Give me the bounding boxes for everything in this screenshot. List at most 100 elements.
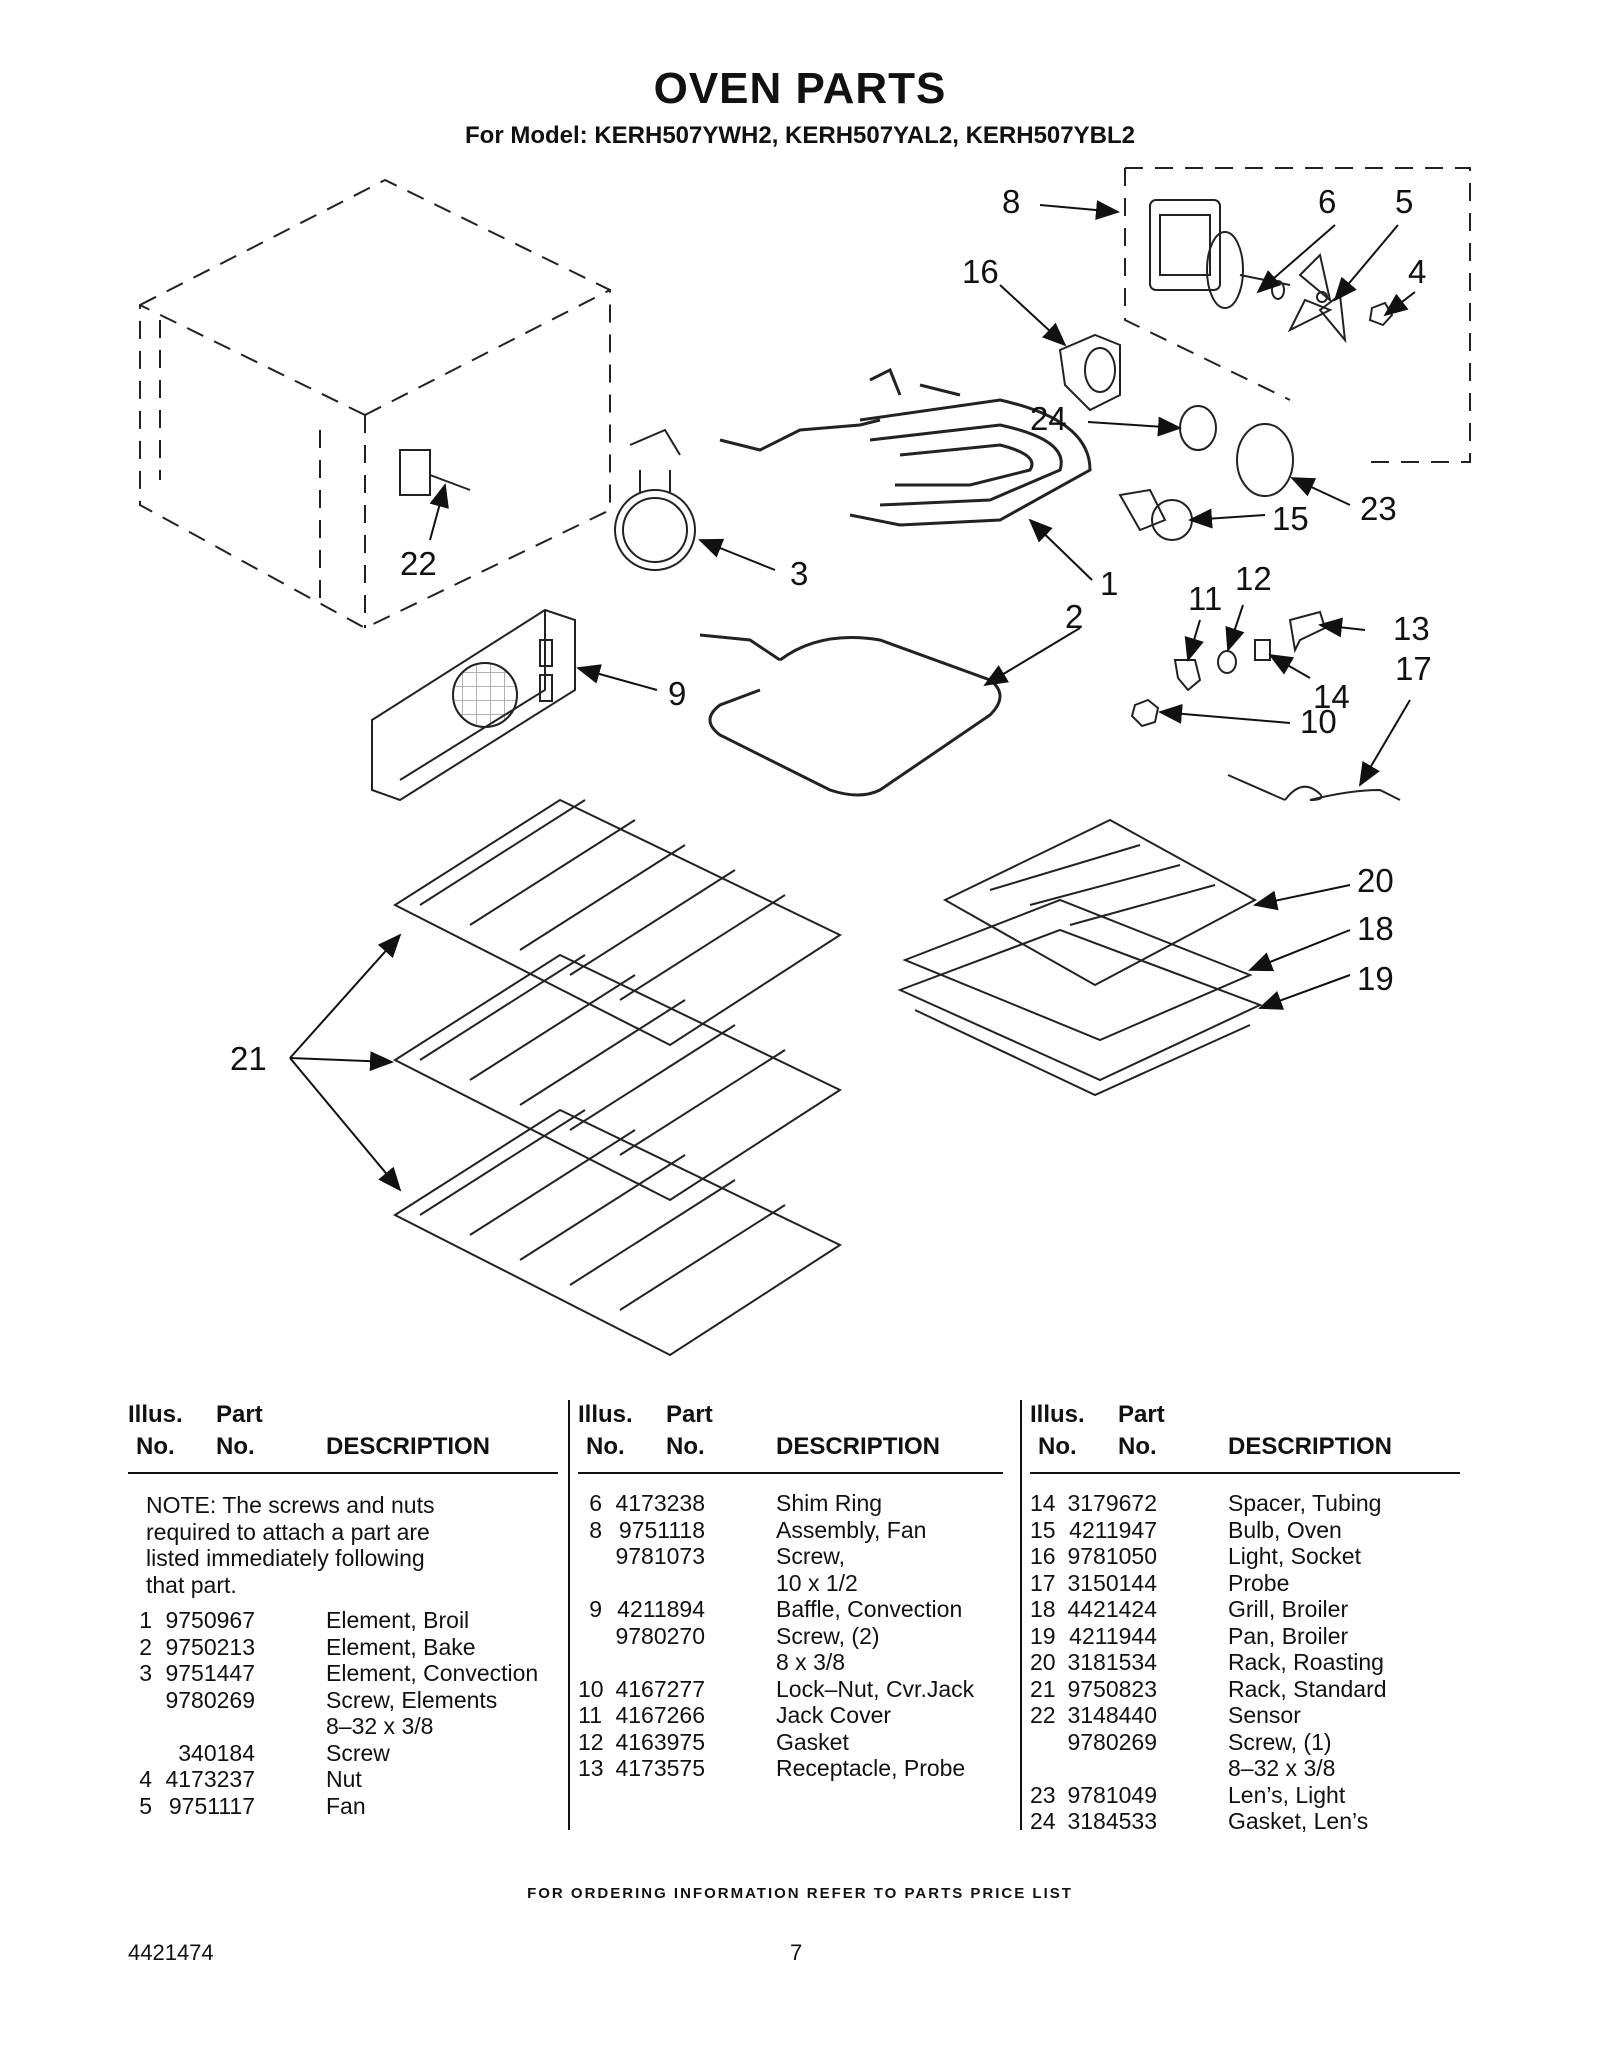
header-part: Part <box>1118 1401 1165 1428</box>
part-description: Element, Convection <box>326 1660 539 1686</box>
part-number: 4211944 <box>1069 1622 1157 1649</box>
callout-16: 16 <box>962 253 999 290</box>
note-line: that part. <box>146 1571 237 1598</box>
parts-row: 8–32 x 3/8 <box>1030 1755 1460 1781</box>
illus-number: 8 <box>589 1516 602 1543</box>
callout-19: 19 <box>1357 960 1394 997</box>
part-number: 4173575 <box>615 1755 705 1781</box>
broil-element <box>719 367 1092 527</box>
fan-assembly-box <box>1124 167 1471 463</box>
callout-22: 22 <box>400 545 437 582</box>
part-number: 9780270 <box>615 1622 705 1649</box>
part-number: 3148440 <box>1067 1702 1157 1728</box>
convection-baffle <box>371 608 576 802</box>
lens-gasket <box>1179 405 1217 451</box>
part-description: Shim Ring <box>776 1490 883 1516</box>
callout-23: 23 <box>1360 490 1397 527</box>
parts-row: 8 x 3/8 <box>578 1649 1008 1675</box>
header-part: Part <box>666 1401 713 1428</box>
note-line: required to attach a part are <box>146 1518 430 1545</box>
document-number: 4421474 <box>128 1940 214 1965</box>
exploded-parts-diagram: 8 6 5 4 16 24 23 15 1 2 3 9 22 11 12 13 … <box>139 167 1471 1357</box>
jack-gasket <box>1217 650 1237 674</box>
part-description: Baffle, Convection <box>776 1596 963 1622</box>
header-description: DESCRIPTION <box>326 1433 491 1460</box>
oven-cavity-outline <box>139 178 611 630</box>
header-part-no: No. <box>666 1433 705 1460</box>
part-description: Probe <box>1228 1569 1290 1596</box>
leader-lines <box>289 200 1416 1192</box>
part-description: Lock–Nut, Cvr.Jack <box>776 1675 975 1702</box>
part-number: 9750967 <box>165 1607 255 1633</box>
header-rule <box>1030 1472 1460 1474</box>
header-illus-no: No. <box>1038 1433 1077 1460</box>
note-line: NOTE: The screws and nuts <box>146 1492 435 1518</box>
parts-row: 2 9750213 Element, Bake <box>128 1634 558 1660</box>
tubing-spacer <box>1254 639 1271 661</box>
header-illus: Illus. <box>578 1401 633 1428</box>
header-illus: Illus. <box>128 1401 183 1428</box>
fan-motor <box>1149 199 1291 309</box>
part-description: Jack Cover <box>776 1702 892 1728</box>
illus-number: 13 <box>578 1755 604 1781</box>
callout-14: 14 <box>1313 678 1350 715</box>
callout-1: 1 <box>1100 565 1118 602</box>
part-description: Bulb, Oven <box>1228 1516 1342 1543</box>
ordering-note: FOR ORDERING INFORMATION REFER TO PARTS … <box>527 1885 1073 1902</box>
callout-5: 5 <box>1395 183 1413 220</box>
part-description: Receptacle, Probe <box>776 1755 966 1781</box>
callout-12: 12 <box>1235 560 1272 597</box>
part-description: Screw <box>326 1739 390 1766</box>
header-illus-no: No. <box>136 1433 175 1460</box>
illus-number: 20 <box>1030 1649 1056 1675</box>
meat-probe <box>1227 774 1401 801</box>
parts-row: 13 4173575 Receptacle, Probe <box>578 1755 1008 1781</box>
illus-number: 24 <box>1030 1808 1056 1834</box>
part-number: 9781049 <box>1067 1781 1157 1808</box>
part-number: 9781050 <box>1067 1543 1157 1569</box>
jack-cover <box>1173 659 1202 692</box>
illus-number: 6 <box>589 1490 602 1516</box>
part-number: 9750213 <box>165 1633 255 1660</box>
roasting-rack <box>942 818 1258 987</box>
page-title: OVEN PARTS <box>653 64 947 113</box>
part-number: 9750823 <box>1067 1675 1157 1702</box>
callout-3: 3 <box>790 555 808 592</box>
callout-4: 4 <box>1408 253 1426 290</box>
part-description: Len’s, Light <box>1228 1781 1346 1808</box>
part-number: 4167266 <box>615 1702 705 1728</box>
lock-nut <box>1130 698 1160 728</box>
part-description: Nut <box>326 1766 362 1792</box>
part-description: Element, Bake <box>326 1633 476 1660</box>
illus-number: 2 <box>139 1633 152 1660</box>
part-number: 340184 <box>178 1739 255 1766</box>
callout-2: 2 <box>1065 598 1083 635</box>
callout-15: 15 <box>1272 500 1309 537</box>
shim-ring <box>1271 280 1285 300</box>
part-description: Rack, Roasting <box>1228 1649 1384 1675</box>
illus-number: 9 <box>589 1596 602 1622</box>
part-description: Screw, (1) <box>1228 1728 1332 1755</box>
fan-nut <box>1368 301 1394 327</box>
page-number: 7 <box>790 1940 803 1965</box>
callout-18: 18 <box>1357 910 1394 947</box>
part-description: Sensor <box>1228 1702 1301 1728</box>
part-number: 3179672 <box>1067 1490 1157 1516</box>
parts-table: Illus. No. Part No. DESCRIPTION NOTE: Th… <box>0 1401 1600 1842</box>
part-number: 3184533 <box>1067 1808 1157 1834</box>
illus-number: 11 <box>578 1702 602 1728</box>
parts-row: 11 4167266 Jack Cover <box>578 1702 1008 1728</box>
header-illus-no: No. <box>586 1433 625 1460</box>
